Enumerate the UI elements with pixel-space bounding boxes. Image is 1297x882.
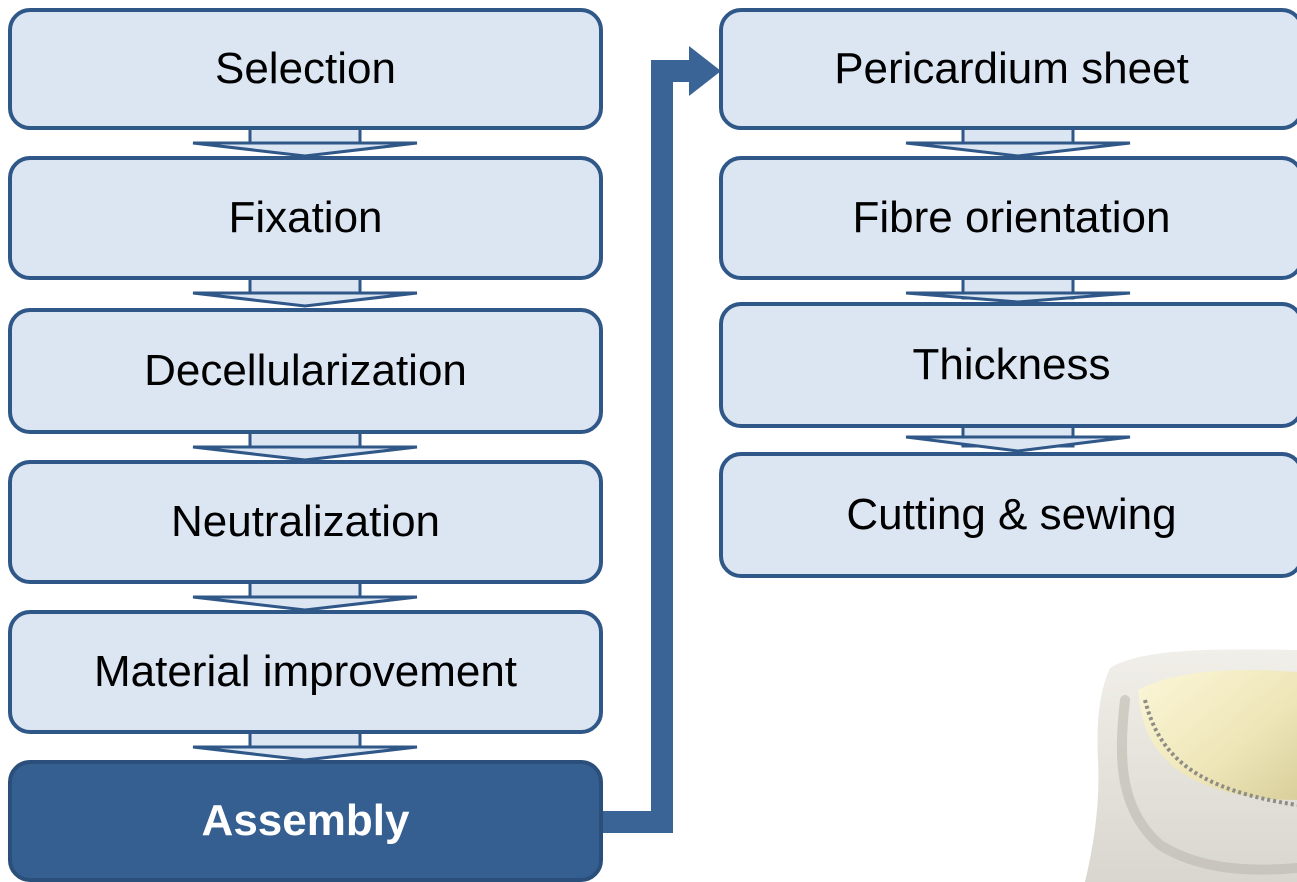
step-fixation: Fixation	[8, 156, 603, 280]
step-selection-label: Selection	[214, 44, 396, 93]
step-cutting-sewing-label: Cutting & sewing	[846, 490, 1177, 539]
step-thickness-label: Thickness	[912, 340, 1111, 389]
step-fixation-label: Fixation	[228, 193, 383, 242]
elbow-arrow-assembly-to-pericardium	[598, 46, 721, 833]
step-pericardium-sheet: Pericardium sheet	[719, 8, 1297, 130]
step-thickness: Thickness	[719, 302, 1297, 428]
step-selection: Selection	[8, 8, 603, 130]
step-material-improvement-label: Material improvement	[93, 647, 518, 696]
step-decellularization: Decellularization	[8, 308, 603, 434]
step-material-improvement: Material improvement	[8, 610, 603, 734]
step-assembly: Assembly	[8, 760, 603, 882]
step-neutralization-label: Neutralization	[170, 497, 441, 546]
down-arrow-pericardium-to-fibre	[905, 122, 1131, 158]
step-assembly-label: Assembly	[201, 796, 410, 845]
step-pericardium-sheet-label: Pericardium sheet	[834, 44, 1189, 93]
step-fibre-orientation: Fibre orientation	[719, 156, 1297, 280]
step-decellularization-label: Decellularization	[144, 346, 467, 395]
step-fibre-orientation-label: Fibre orientation	[852, 193, 1171, 242]
step-cutting-sewing: Cutting & sewing	[719, 452, 1297, 578]
step-neutralization: Neutralization	[8, 460, 603, 584]
